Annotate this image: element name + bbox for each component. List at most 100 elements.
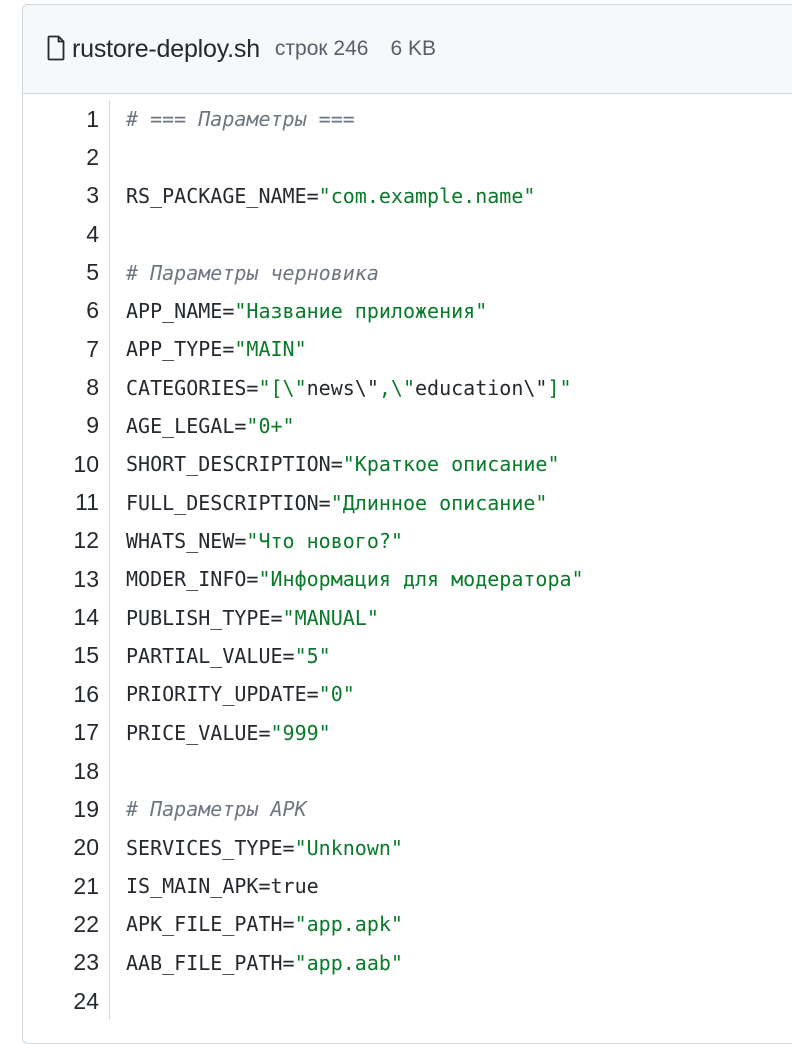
string-token: "0" xyxy=(318,682,355,707)
code-text: AAB_FILE_PATH="app.aab" xyxy=(109,943,403,982)
code-text: SHORT_DESCRIPTION="Краткое описание" xyxy=(109,445,560,484)
code-token: APK_FILE_PATH= xyxy=(126,912,295,937)
line-number[interactable]: 11 xyxy=(75,489,99,516)
string-token: "[\" xyxy=(258,375,307,400)
code-text: # Параметры APK xyxy=(109,790,307,829)
code-line: 10 SHORT_DESCRIPTION="Краткое описание" xyxy=(23,445,792,484)
string-token: "Что нового?" xyxy=(246,528,403,553)
file-icon xyxy=(47,35,65,61)
code-text: APK_FILE_PATH="app.apk" xyxy=(109,905,403,944)
code-text: APP_TYPE="MAIN" xyxy=(109,330,307,369)
string-token: "Информация для модератора" xyxy=(258,567,584,592)
code-token: MODER_INFO= xyxy=(126,567,259,592)
code-token: FULL_DESCRIPTION= xyxy=(126,490,331,515)
file-size: 6 KB xyxy=(390,37,436,60)
code-line: 16 PRIORITY_UPDATE="0" xyxy=(23,675,792,714)
line-number[interactable]: 5 xyxy=(86,259,99,286)
line-number[interactable]: 6 xyxy=(86,297,99,324)
code-token: education\" xyxy=(415,375,548,400)
line-number[interactable]: 18 xyxy=(73,757,99,784)
code-text: # === Параметры === xyxy=(109,100,355,139)
code-text: PRICE_VALUE="999" xyxy=(109,713,331,752)
string-token: "Unknown" xyxy=(294,835,403,860)
code-text: PUBLISH_TYPE="MANUAL" xyxy=(109,598,379,637)
code-line: 24 xyxy=(23,981,792,1021)
code-token: SHORT_DESCRIPTION= xyxy=(126,452,343,477)
line-number[interactable]: 4 xyxy=(86,220,99,247)
code-line: 7 APP_TYPE="MAIN" xyxy=(23,330,792,369)
code-text: FULL_DESCRIPTION="Длинное описание" xyxy=(109,483,548,522)
string-token: "Длинное описание" xyxy=(330,490,548,515)
line-number[interactable]: 2 xyxy=(86,144,99,171)
line-number[interactable]: 8 xyxy=(86,374,99,401)
code-token: WHATS_NEW= xyxy=(126,528,247,553)
code-line: 9 AGE_LEGAL="0+" xyxy=(23,406,792,446)
code-line: 22 APK_FILE_PATH="app.apk" xyxy=(23,905,792,944)
code-token: APP_TYPE= xyxy=(126,337,235,362)
code-token: PARTIAL_VALUE= xyxy=(126,643,295,668)
string-token: "app.aab" xyxy=(294,950,403,975)
code-text: AGE_LEGAL="0+" xyxy=(109,406,295,446)
code-line: 11 FULL_DESCRIPTION="Длинное описание" xyxy=(23,483,792,522)
code-line: 4 xyxy=(23,215,792,254)
code-line: 23 AAB_FILE_PATH="app.aab" xyxy=(23,943,792,982)
code-text: PARTIAL_VALUE="5" xyxy=(109,636,331,676)
line-number[interactable]: 9 xyxy=(86,412,99,439)
code-line: 20 SERVICES_TYPE="Unknown" xyxy=(23,828,792,867)
line-number[interactable]: 16 xyxy=(73,680,99,707)
line-number[interactable]: 3 xyxy=(86,182,99,209)
string-token: ]" xyxy=(547,375,572,400)
line-number[interactable]: 24 xyxy=(73,987,99,1014)
line-number[interactable]: 20 xyxy=(73,834,99,861)
code-text: # Параметры черновика xyxy=(109,253,379,292)
code-text: WHATS_NEW="Что нового?" xyxy=(109,521,403,561)
string-token: "MANUAL" xyxy=(282,605,379,630)
file-header: rustore-deploy.sh строк 246 6 KB xyxy=(23,5,792,94)
comment-token: # Параметры APK xyxy=(126,797,307,822)
file-name[interactable]: rustore-deploy.sh xyxy=(72,34,260,63)
code-line: 12 WHATS_NEW="Что нового?" xyxy=(23,521,792,561)
line-number[interactable]: 7 xyxy=(86,335,99,362)
code-text: CATEGORIES="[\"news\",\"education\"]" xyxy=(109,368,572,407)
code-line: 6 APP_NAME="Название приложения" xyxy=(23,291,792,331)
code-token: PRIORITY_UPDATE= xyxy=(126,682,319,707)
code-line: 3 RS_PACKAGE_NAME="com.example.name" xyxy=(23,176,792,216)
line-number[interactable]: 15 xyxy=(73,642,99,669)
string-token: "app.apk" xyxy=(294,912,403,937)
string-token: "com.example.name" xyxy=(318,183,536,208)
code-line: 14 PUBLISH_TYPE="MANUAL" xyxy=(23,598,792,637)
code-token: CATEGORIES= xyxy=(126,375,259,400)
line-number[interactable]: 23 xyxy=(73,949,99,976)
line-number[interactable]: 17 xyxy=(73,719,99,746)
string-token: "Название приложения" xyxy=(234,298,488,323)
code-line: 18 xyxy=(23,751,792,791)
line-number[interactable]: 10 xyxy=(73,450,99,477)
comment-token: # === Параметры === xyxy=(126,107,355,132)
code-text: MODER_INFO="Информация для модератора" xyxy=(109,560,584,599)
code-line: 15 PARTIAL_VALUE="5" xyxy=(23,636,792,676)
line-number[interactable]: 19 xyxy=(73,795,99,822)
code-line: 1 # === Параметры === xyxy=(23,100,792,139)
line-number[interactable]: 21 xyxy=(73,872,99,899)
line-number[interactable]: 22 xyxy=(73,910,99,937)
line-number[interactable]: 14 xyxy=(73,604,99,631)
code-token: AGE_LEGAL= xyxy=(126,413,247,438)
line-number[interactable]: 1 xyxy=(86,105,99,132)
code-token: APP_NAME= xyxy=(126,298,235,323)
code-line: 13 MODER_INFO="Информация для модератора" xyxy=(23,560,792,599)
code-line: 17 PRICE_VALUE="999" xyxy=(23,713,792,752)
code-text xyxy=(109,981,126,1021)
code-text xyxy=(109,751,126,791)
code-token: PRICE_VALUE= xyxy=(126,720,271,745)
line-number[interactable]: 13 xyxy=(73,565,99,592)
line-number[interactable]: 12 xyxy=(73,527,99,554)
code-text: RS_PACKAGE_NAME="com.example.name" xyxy=(109,176,536,216)
code-line: 2 xyxy=(23,138,792,177)
code-token: SERVICES_TYPE= xyxy=(126,835,295,860)
code-token: RS_PACKAGE_NAME= xyxy=(126,183,319,208)
code-text xyxy=(109,215,126,254)
code-line: 8 CATEGORIES="[\"news\",\"education\"]" xyxy=(23,368,792,407)
code-text xyxy=(109,138,126,177)
